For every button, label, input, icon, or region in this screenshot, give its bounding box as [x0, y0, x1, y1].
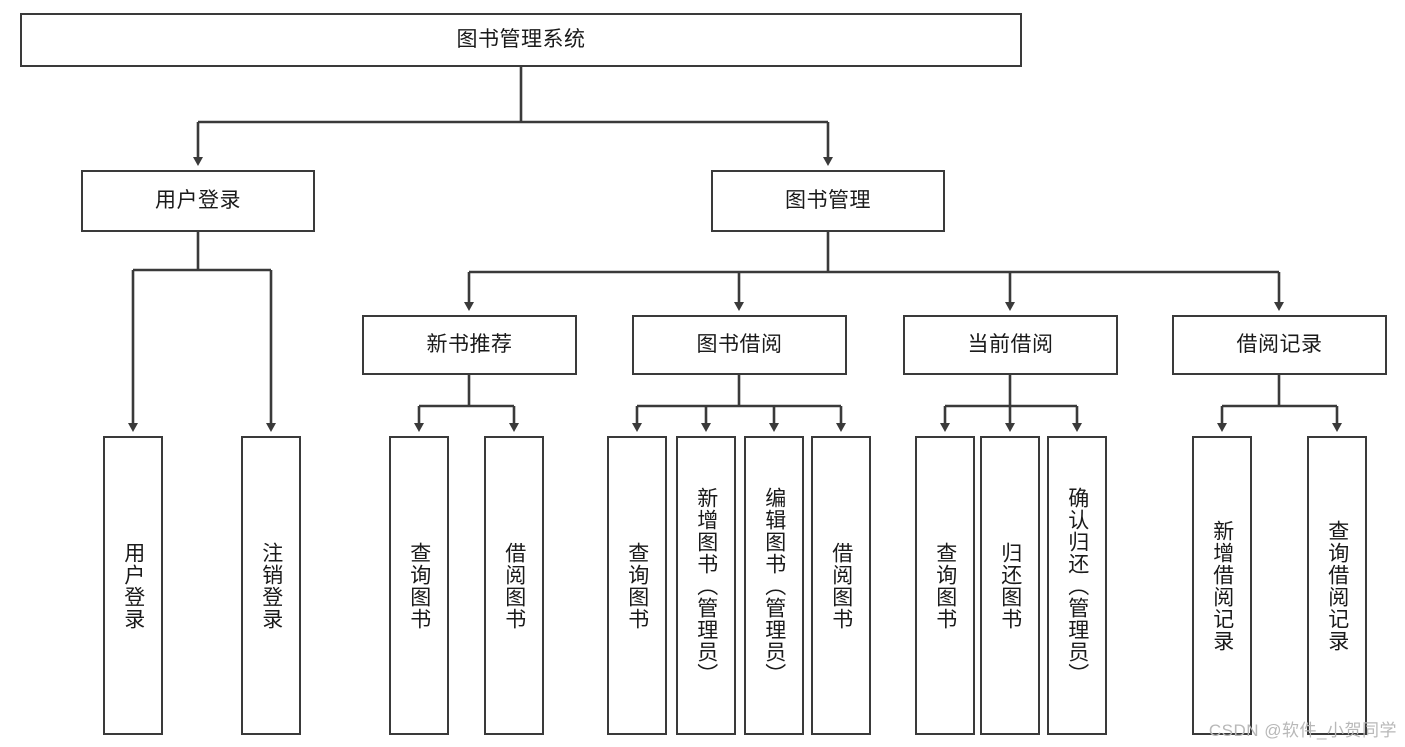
node-book-borrowing[interactable]: 图书借阅: [632, 315, 847, 375]
leaf-logout[interactable]: 注销登录: [241, 436, 301, 735]
leaf-query-books-borrow[interactable]: 查询图书: [607, 436, 667, 735]
node-label: 查询图书: [933, 541, 957, 630]
node-label: 借阅图书: [829, 541, 853, 630]
leaf-borrow-books-recommend[interactable]: 借阅图书: [484, 436, 544, 735]
node-label: 注销登录: [259, 541, 283, 630]
node-label: 借阅记录: [1236, 332, 1323, 356]
node-label: 查询图书: [625, 541, 649, 630]
leaf-query-books-recommend[interactable]: 查询图书: [389, 436, 449, 735]
leaf-return-books[interactable]: 归还图书: [980, 436, 1040, 735]
node-user-login[interactable]: 用户登录: [81, 170, 315, 232]
leaf-add-borrow-record[interactable]: 新增借阅记录: [1192, 436, 1252, 735]
node-label: 编辑图书（管理员）: [762, 486, 786, 685]
node-label: 新增图书（管理员）: [694, 486, 718, 685]
node-new-book-recommendation[interactable]: 新书推荐: [362, 315, 577, 375]
node-root-book-management-system[interactable]: 图书管理系统: [20, 13, 1022, 67]
node-label: 借阅图书: [502, 541, 526, 630]
node-label: 查询借阅记录: [1325, 519, 1349, 652]
node-label: 当前借阅: [967, 332, 1054, 356]
node-current-borrowing[interactable]: 当前借阅: [903, 315, 1118, 375]
leaf-query-books-current[interactable]: 查询图书: [915, 436, 975, 735]
node-label: 图书管理: [785, 188, 871, 212]
node-label: 图书借阅: [696, 332, 783, 356]
leaf-add-book-admin[interactable]: 新增图书（管理员）: [676, 436, 736, 735]
leaf-query-borrow-record[interactable]: 查询借阅记录: [1307, 436, 1367, 735]
node-label: 用户登录: [121, 541, 145, 630]
csdn-watermark: CSDN @软件_小贺同学: [1208, 721, 1397, 740]
node-label: 新增借阅记录: [1210, 519, 1234, 652]
node-label: 查询图书: [407, 541, 431, 630]
leaf-borrow-books[interactable]: 借阅图书: [811, 436, 871, 735]
node-book-management[interactable]: 图书管理: [711, 170, 945, 232]
leaf-user-login[interactable]: 用户登录: [103, 436, 163, 735]
node-label: 归还图书: [998, 541, 1022, 630]
leaf-confirm-return-admin[interactable]: 确认归还（管理员）: [1047, 436, 1107, 735]
node-label: 图书管理系统: [456, 27, 586, 51]
node-label: 新书推荐: [426, 332, 513, 356]
node-label: 用户登录: [155, 188, 241, 212]
node-borrowing-records[interactable]: 借阅记录: [1172, 315, 1387, 375]
node-label: 确认归还（管理员）: [1065, 486, 1089, 685]
leaf-edit-book-admin[interactable]: 编辑图书（管理员）: [744, 436, 804, 735]
